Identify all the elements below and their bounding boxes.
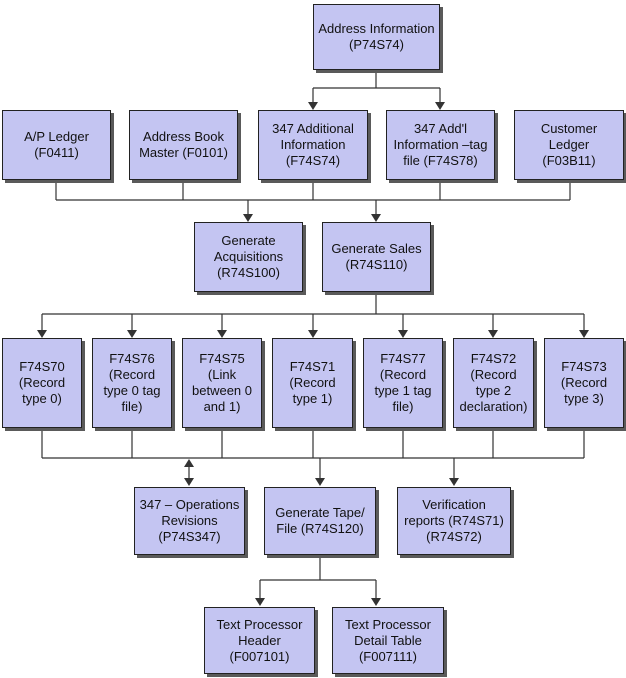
node-label: Address Information (P74S74): [318, 21, 435, 52]
node-label: A/P Ledger (F0411): [24, 129, 89, 160]
node-label: F74S73 (Record type 3): [560, 359, 608, 406]
node-label: 347 – Operations Revisions (P74S347): [139, 497, 240, 544]
node-address-information: Address Information (P74S74): [313, 4, 440, 70]
node-label: Verification reports (R74S71) (R74S72): [404, 497, 504, 544]
node-label: F74S76 (Record type 0 tag file): [103, 351, 161, 414]
node-text-processor-header: Text Processor Header (F007101): [204, 607, 315, 674]
node-label: F74S75 (Link between 0 and 1): [192, 351, 252, 414]
node-f74s71: F74S71 (Record type 1): [272, 338, 353, 428]
node-label: 347 Add'l Information –tag file (F74S78): [393, 121, 488, 168]
arrowhead: [435, 102, 445, 110]
node-label: F74S72 (Record type 2 declaration): [459, 351, 528, 414]
arrowhead: [308, 102, 318, 110]
arrowhead: [579, 330, 589, 338]
arrowhead: [243, 214, 253, 222]
arrowhead: [488, 330, 498, 338]
arrowhead: [398, 330, 408, 338]
arrowhead: [217, 330, 227, 338]
node-verification-reports: Verification reports (R74S71) (R74S72): [397, 487, 511, 555]
arrowhead: [184, 459, 194, 467]
node-f74s75: F74S75 (Link between 0 and 1): [182, 338, 262, 428]
node-label: Generate Sales (R74S110): [331, 241, 422, 272]
node-label: F74S71 (Record type 1): [289, 359, 336, 406]
node-text-processor-detail-table: Text Processor Detail Table (F007111): [332, 607, 444, 674]
arrowhead: [255, 598, 265, 606]
node-label: Generate Acquisitions (R74S100): [213, 233, 284, 280]
node-label: Generate Tape/ File (R74S120): [275, 505, 365, 536]
node-f74s76: F74S76 (Record type 0 tag file): [92, 338, 172, 428]
node-347-addl-information-tag-file: 347 Add'l Information –tag file (F74S78): [386, 110, 495, 180]
node-f74s72: F74S72 (Record type 2 declaration): [453, 338, 534, 428]
node-generate-tape-file: Generate Tape/ File (R74S120): [264, 487, 376, 555]
node-f74s70: F74S70 (Record type 0): [2, 338, 82, 428]
arrowhead: [184, 478, 194, 486]
node-ap-ledger: A/P Ledger (F0411): [2, 110, 111, 180]
node-label: F74S70 (Record type 0): [18, 359, 66, 406]
node-f74s73: F74S73 (Record type 3): [544, 338, 624, 428]
node-label: Customer Ledger (F03B11): [540, 121, 598, 168]
arrowhead: [315, 478, 325, 486]
node-347-operations-revisions: 347 – Operations Revisions (P74S347): [134, 487, 245, 555]
arrowhead: [371, 214, 381, 222]
arrowhead: [127, 330, 137, 338]
node-label: Address Book Master (F0101): [139, 129, 228, 160]
node-label: 347 Additional Information (F74S74): [272, 121, 354, 168]
node-address-book-master: Address Book Master (F0101): [129, 110, 238, 180]
node-label: Text Processor Detail Table (F007111): [345, 616, 431, 664]
node-generate-sales: Generate Sales (R74S110): [322, 222, 431, 292]
node-label: F74S77 (Record type 1 tag file): [374, 351, 432, 414]
arrowhead: [37, 330, 47, 338]
node-label: Text Processor Header (F007101): [216, 616, 303, 664]
node-347-additional-information: 347 Additional Information (F74S74): [258, 110, 368, 180]
arrowhead: [449, 478, 459, 486]
arrowhead: [308, 330, 318, 338]
node-generate-acquisitions: Generate Acquisitions (R74S100): [194, 222, 303, 292]
node-f74s77: F74S77 (Record type 1 tag file): [363, 338, 443, 428]
node-customer-ledger: Customer Ledger (F03B11): [514, 110, 624, 180]
arrowhead: [371, 598, 381, 606]
